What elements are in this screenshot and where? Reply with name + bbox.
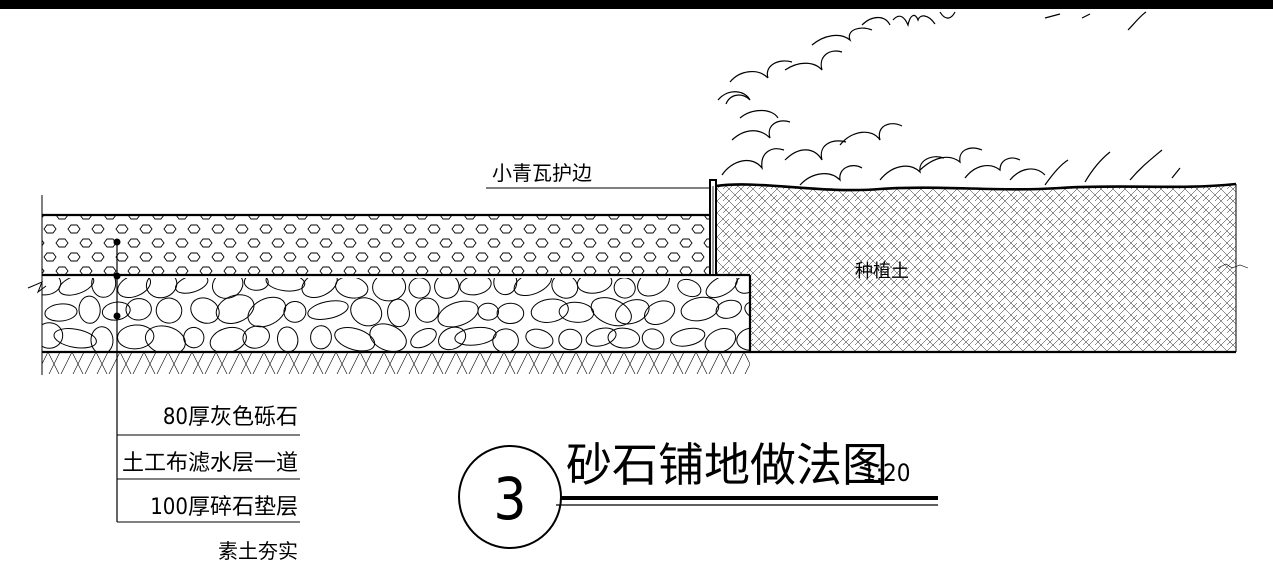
compacted-earth	[42, 352, 750, 374]
top-border	[0, 0, 1273, 9]
callout-gravel: 80厚灰色砾石	[163, 405, 298, 430]
gravel-layer	[41, 195, 750, 375]
title-scale: 1:20	[862, 459, 910, 487]
layer-callout-leader	[113, 238, 300, 523]
shrub-outline	[717, 11, 1181, 186]
crushed-stone-layer	[42, 278, 750, 352]
tile-edge-label: 小青瓦护边	[492, 161, 592, 185]
planting-soil-label: 种植土	[855, 261, 909, 282]
break-mark	[27, 281, 47, 294]
title-number: 3	[493, 465, 526, 533]
callout-compacted-soil: 素土夯实	[218, 539, 298, 563]
callout-geotextile: 土工布滤水层一道	[122, 451, 298, 476]
tile-edge	[709, 179, 717, 276]
title-text: 砂石铺地做法图	[566, 438, 888, 492]
title-block	[458, 445, 938, 549]
planting-soil-block	[715, 182, 1249, 352]
callout-crushed-stone: 100厚碎石垫层	[150, 495, 298, 520]
